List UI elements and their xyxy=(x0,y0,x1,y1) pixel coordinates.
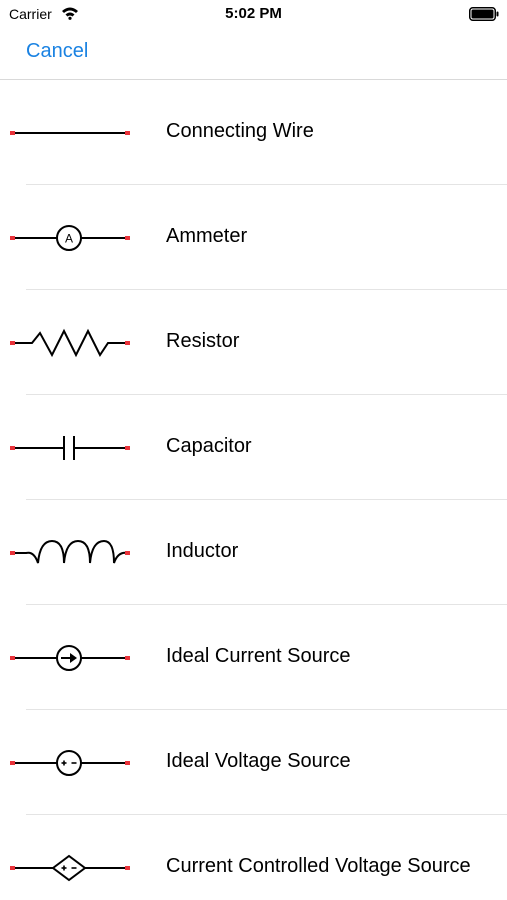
component-label: Resistor xyxy=(166,330,240,352)
status-bar: Carrier 5:02 PM xyxy=(0,0,507,28)
carrier-label: Carrier xyxy=(9,6,52,22)
ammeter-icon: A xyxy=(10,225,130,251)
component-label: Capacitor xyxy=(166,435,252,457)
status-time: 5:02 PM xyxy=(225,5,282,22)
list-item-capacitor[interactable]: Capacitor xyxy=(0,395,507,500)
battery-icon xyxy=(469,7,499,21)
component-label: Current Controlled Voltage Source xyxy=(166,855,471,877)
row-separator xyxy=(26,289,507,290)
list-item-ccvs[interactable]: Current Controlled Voltage Source xyxy=(0,815,507,900)
list-item-resistor[interactable]: Resistor xyxy=(0,290,507,395)
row-separator xyxy=(26,184,507,185)
row-separator xyxy=(26,394,507,395)
component-list: Connecting Wire A Ammeter Resistor xyxy=(0,80,507,900)
list-item-connecting-wire[interactable]: Connecting Wire xyxy=(0,80,507,185)
row-separator xyxy=(26,499,507,500)
list-item-inductor[interactable]: Inductor xyxy=(0,500,507,605)
capacitor-icon xyxy=(10,436,130,460)
row-separator xyxy=(26,814,507,815)
navigation-bar: Cancel xyxy=(0,28,507,80)
inductor-icon xyxy=(10,539,130,564)
component-label: Ideal Current Source xyxy=(166,645,351,667)
cancel-button[interactable]: Cancel xyxy=(26,40,89,62)
current-source-icon xyxy=(10,645,130,671)
connecting-wire-icon xyxy=(10,131,130,135)
ammeter-glyph: A xyxy=(65,232,73,246)
component-label: Inductor xyxy=(166,540,239,562)
voltage-source-icon xyxy=(10,750,130,776)
wifi-icon xyxy=(62,7,78,20)
ccvs-icon xyxy=(10,854,130,882)
component-label: Connecting Wire xyxy=(166,120,314,142)
resistor-icon xyxy=(10,328,130,358)
row-separator xyxy=(26,604,507,605)
row-separator xyxy=(26,709,507,710)
list-item-ideal-voltage-source[interactable]: Ideal Voltage Source xyxy=(0,710,507,815)
list-item-ammeter[interactable]: A Ammeter xyxy=(0,185,507,290)
component-label: Ammeter xyxy=(166,225,248,247)
list-item-ideal-current-source[interactable]: Ideal Current Source xyxy=(0,605,507,710)
component-label: Ideal Voltage Source xyxy=(166,750,351,772)
